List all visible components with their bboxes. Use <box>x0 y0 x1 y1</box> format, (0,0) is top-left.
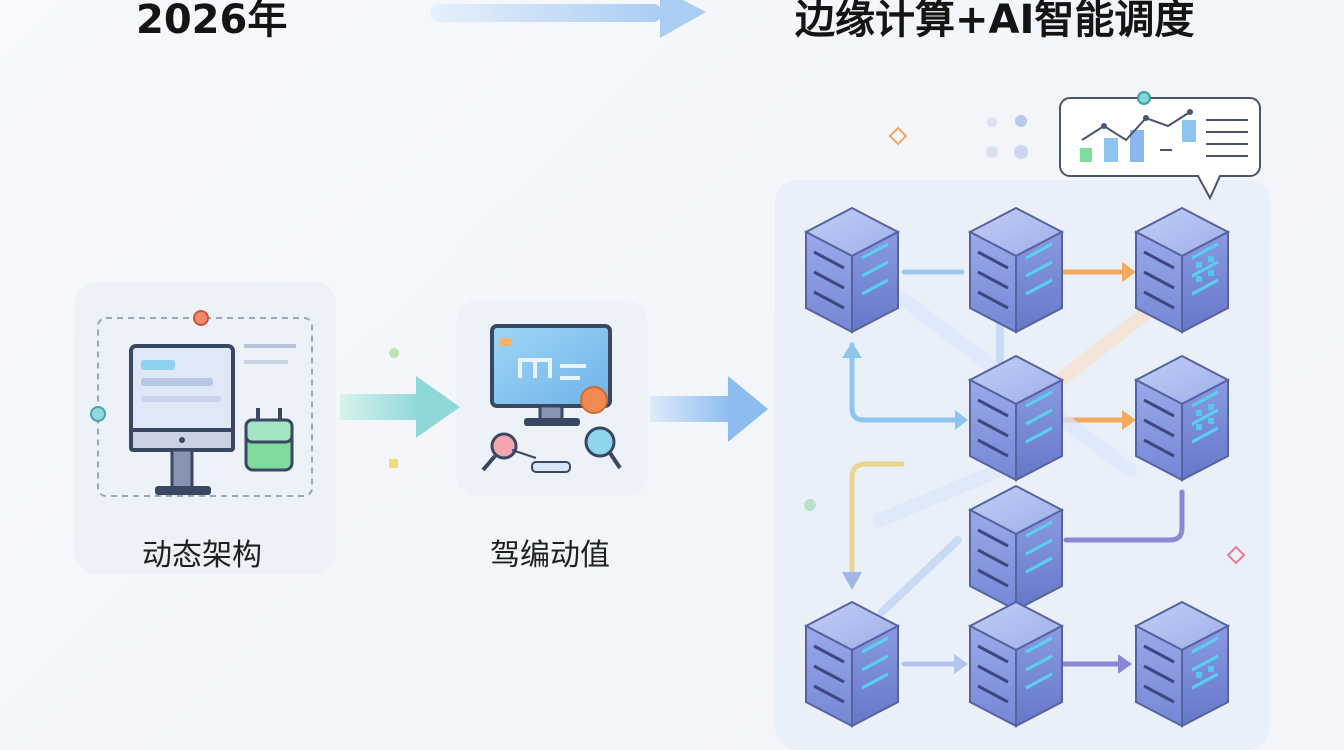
arrow-stage1-to-stage2 <box>340 348 460 468</box>
timeline-year-title: 2026年 <box>136 0 288 43</box>
monitor-icon <box>90 310 313 497</box>
arrow-stage2-to-cluster <box>650 376 768 442</box>
decorative-dots <box>804 115 1246 565</box>
analytics-monitor-icon <box>490 324 612 426</box>
server-r2-c2 <box>968 354 1064 482</box>
server-r4-c3 <box>1134 600 1230 728</box>
server-r4-c2 <box>968 600 1064 728</box>
server-r1-c1 <box>804 206 900 334</box>
magnifier-icon <box>481 426 622 473</box>
server-r1-c2 <box>968 206 1064 334</box>
server-r2-c3 <box>1134 354 1230 482</box>
target-technology-title: 边缘计算+AI智能调度 <box>795 0 1195 43</box>
plug-device-icon <box>244 408 294 472</box>
stage-label-dynamic-architecture: 动态架构 <box>142 538 262 573</box>
server-r1-c3 <box>1134 206 1230 334</box>
ai-dashboard-bubble <box>1059 91 1261 201</box>
server-r3-c2 <box>968 484 1064 612</box>
header-transition-arrow <box>430 0 706 38</box>
stage-label-driving-value: 驾编动值 <box>490 538 610 573</box>
server-r4-c1 <box>804 600 900 728</box>
server-status-lights <box>1196 256 1214 678</box>
